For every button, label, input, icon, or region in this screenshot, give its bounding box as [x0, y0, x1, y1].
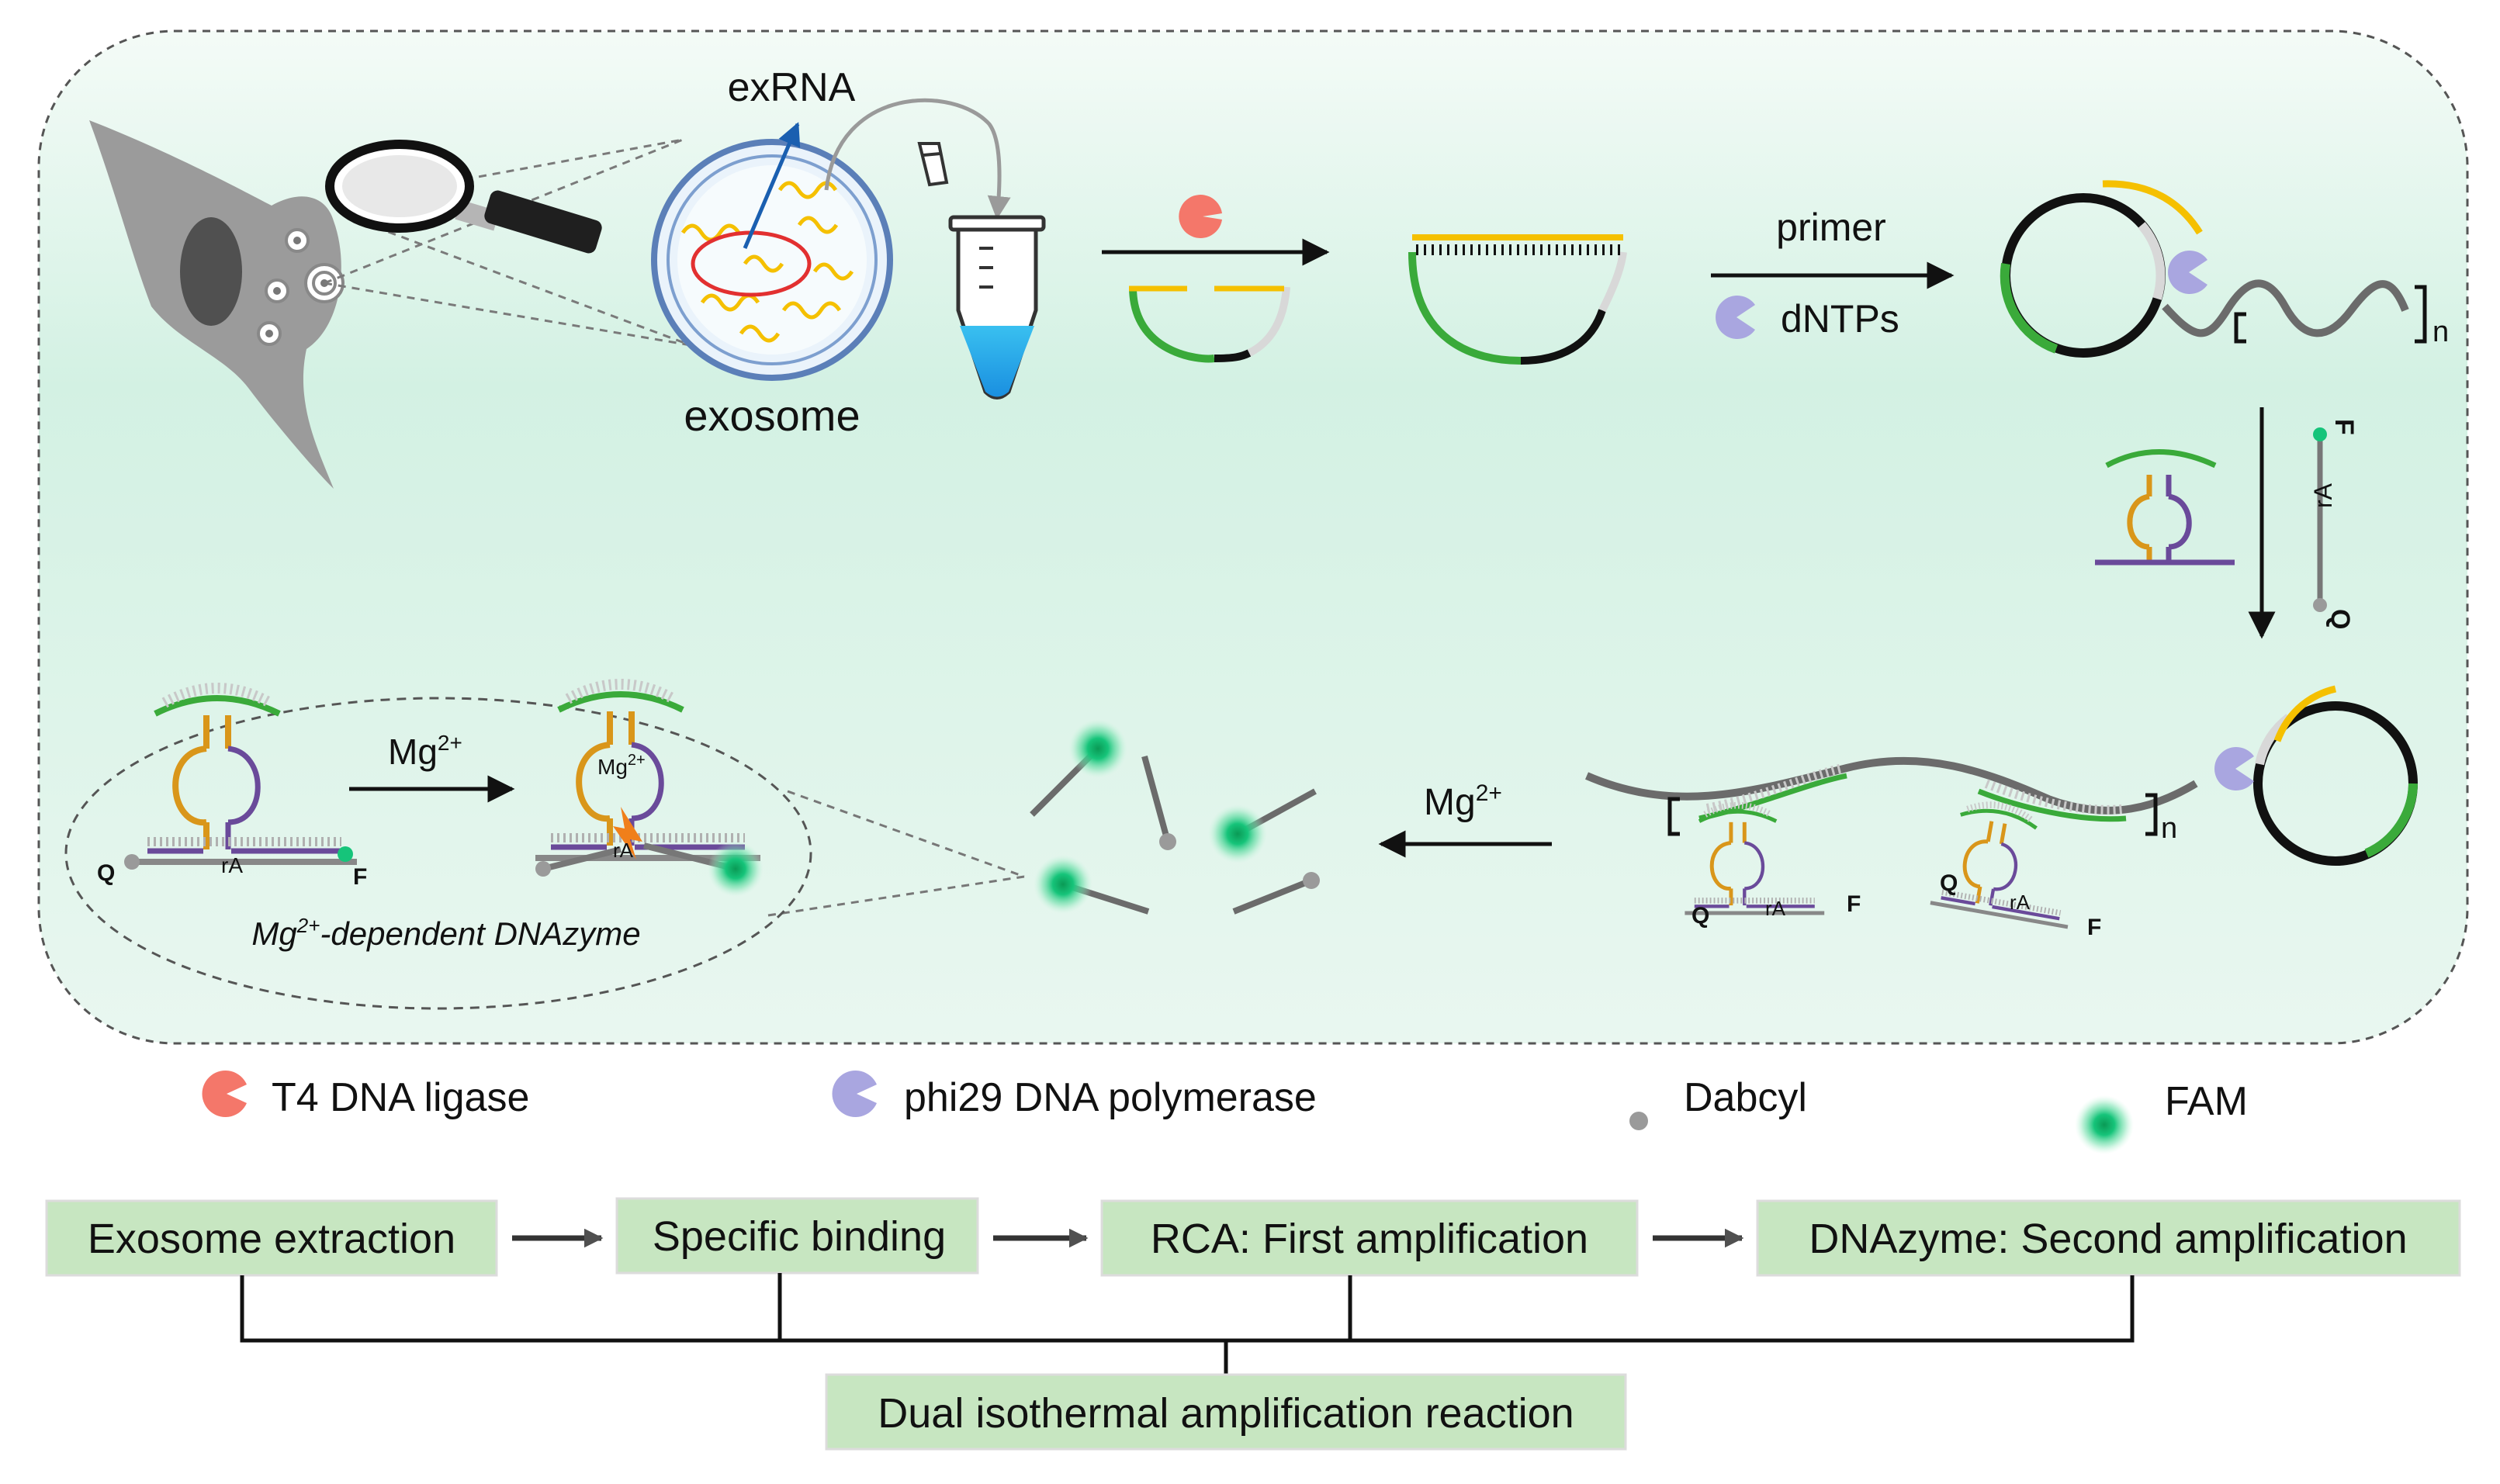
- mg-label-right-arrow: Mg2+: [1424, 780, 1502, 823]
- result-label: Dual isothermal amplification reaction: [878, 1390, 1574, 1437]
- step-label-3: RCA: First amplification: [1151, 1216, 1588, 1262]
- cell-illustration: [89, 120, 341, 489]
- step-box-4: [1756, 1199, 2461, 1277]
- fam-icon: [2075, 1095, 2134, 1154]
- t4-ligase-icon: [1179, 195, 1222, 239]
- legend-ligase-label: T4 DNA ligase: [272, 1075, 529, 1120]
- rca-product: [2000, 180, 2427, 358]
- primer-label: primer: [1776, 206, 1886, 249]
- mg-label-inside: Mg2+: [597, 752, 646, 779]
- padlock-probe: [1129, 285, 1290, 363]
- ra-label-a: rA: [1765, 897, 1786, 920]
- legend-dabcyl-label: Dabcyl: [1684, 1075, 1807, 1120]
- step-label-2: Specific binding: [653, 1213, 946, 1260]
- exrna-label: exRNA: [728, 65, 856, 110]
- substrate-strand: [2313, 427, 2327, 612]
- ra-label-substrate: rA: [2309, 483, 2337, 508]
- step-label-1: Exosome extraction: [88, 1216, 455, 1262]
- tube-illustration: [917, 142, 1046, 400]
- f-label-inset-a: F: [353, 864, 367, 890]
- phi29-icon-arrow: [1716, 296, 1755, 339]
- q-label-b: Q: [1940, 870, 1958, 896]
- ra-label-inset-b: rA: [613, 839, 634, 862]
- exosome-illustration: [651, 98, 1011, 381]
- scheme-panel: [37, 29, 2469, 1045]
- rca-product-hybridized: [1585, 685, 2418, 927]
- cleaved-fragments: [1030, 719, 1320, 915]
- legend-polymerase-label: phi29 DNA polymerase: [904, 1075, 1317, 1120]
- dnazyme-strand: [2095, 449, 2235, 566]
- dnazyme-inset: [64, 697, 812, 1010]
- step-box-1: [45, 1199, 498, 1277]
- bracket-connector: [240, 1273, 2135, 1377]
- repeat-n-top: n: [2432, 316, 2449, 348]
- step-box-3: [1100, 1199, 1639, 1277]
- f-label-substrate: F: [2329, 419, 2359, 435]
- f-label-b: F: [2087, 915, 2101, 940]
- ra-label-inset-a: rA: [221, 853, 243, 877]
- q-label-substrate: Q: [2325, 609, 2355, 629]
- ligase-icon: [202, 1071, 247, 1117]
- dabcyl-icon: [1629, 1112, 1648, 1130]
- step-label-4: DNAzyme: Second amplification: [1809, 1216, 2407, 1262]
- workflow: Exosome extraction Specific binding RCA:…: [45, 1197, 2461, 1451]
- exosome-label: exosome: [684, 391, 860, 440]
- step-box-2: [615, 1197, 979, 1275]
- dnazyme-caption: Mg2+-dependent DNAzyme: [251, 914, 640, 952]
- legend: T4 DNA ligase phi29 DNA polymerase Dabcy…: [202, 1071, 2248, 1154]
- legend-fam-label: FAM: [2165, 1079, 2248, 1124]
- mg-label-inset-arrow: Mg2+: [388, 731, 462, 772]
- dnazyme-complex-intact: [124, 688, 357, 870]
- q-label-a: Q: [1691, 903, 1709, 929]
- dntps-label: dNTPs: [1781, 297, 1899, 341]
- ligated-circle: [1408, 234, 1627, 365]
- q-label-inset-a: Q: [97, 860, 115, 886]
- dnazyme-complex-cleaved: [535, 684, 764, 897]
- magnifier-icon: [324, 138, 691, 347]
- result-box: [825, 1373, 1627, 1451]
- polymerase-icon: [832, 1071, 877, 1117]
- ra-label-b: rA: [2010, 891, 2031, 914]
- f-label-a: F: [1847, 891, 1861, 917]
- repeat-n-mid: n: [2161, 812, 2177, 845]
